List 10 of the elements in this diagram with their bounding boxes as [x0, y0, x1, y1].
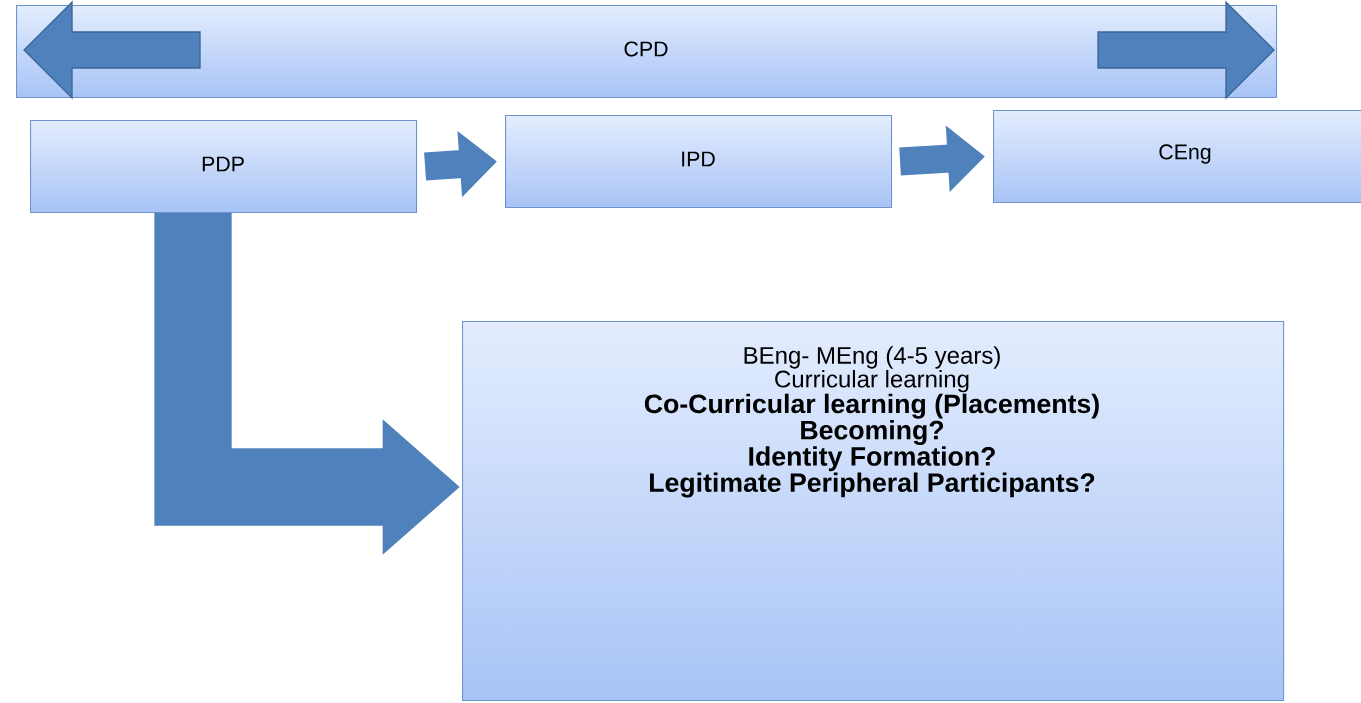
process-box	[993, 110, 1361, 204]
box-text: PDP	[202, 156, 244, 172]
process-box	[30, 120, 418, 214]
box-text: CPD	[624, 41, 668, 57]
box-text: BEng- MEng (4-5 years) Curricular learning Co-Curricular learning (Placements) Becoming? Identity Formation? Legitimate Peripheral Participants?	[644, 346, 1099, 498]
process-box	[505, 115, 893, 209]
process-box	[16, 0, 1278, 100]
box-text: IPD	[682, 151, 715, 167]
process-box	[462, 321, 1285, 701]
box-text: CEng	[1159, 144, 1211, 164]
